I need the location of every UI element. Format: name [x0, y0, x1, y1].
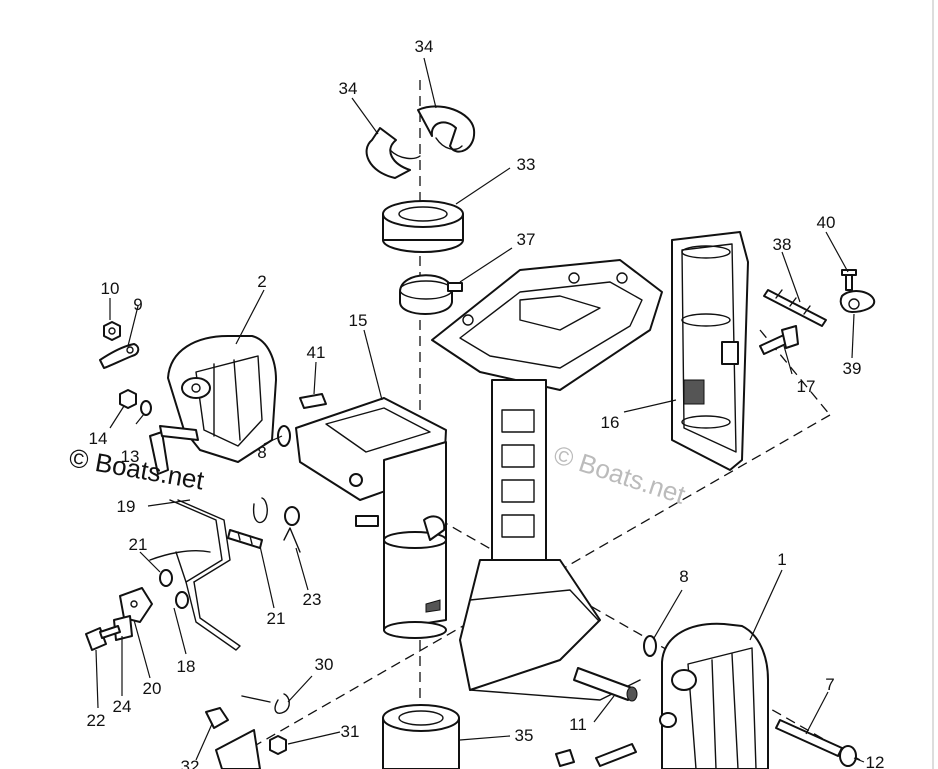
part-16-steering-bracket: [671, 231, 749, 471]
part-11-shaft: [573, 667, 638, 702]
callout-10: 10: [101, 279, 120, 298]
callout-31: 31: [341, 722, 360, 741]
callout-34-top: 34: [415, 37, 434, 56]
part-30-spring: [241, 693, 290, 714]
part-34-upper-mount-halves: [365, 105, 476, 179]
callout-22: 22: [87, 711, 106, 730]
watermark-faded: © Boats.net: [550, 439, 690, 510]
callout-30: 30: [315, 655, 334, 674]
diagonal-axis-line: [229, 414, 831, 761]
callout-12: 12: [866, 753, 885, 769]
callout-24: 24: [113, 697, 132, 716]
callout-38: 38: [773, 235, 792, 254]
callout-16: 16: [601, 413, 620, 432]
part-39-lever: [839, 290, 876, 313]
callout-33: 33: [517, 155, 536, 174]
callout-1: 1: [777, 550, 786, 569]
callout-23: 23: [303, 590, 322, 609]
part-19-lever: [149, 425, 199, 475]
callout-41: 41: [307, 343, 326, 362]
callout-11: 11: [569, 715, 587, 734]
part-10-nut: [103, 321, 121, 341]
lower-bolt-assembly: [555, 743, 637, 767]
part-7-bolt: [775, 719, 857, 767]
callout-labels: 34 34 33 37 40 38 39 17 16 2 10 9 14 13 …: [87, 37, 885, 769]
callout-34-left: 34: [339, 79, 358, 98]
part-17-bolt: [759, 325, 799, 355]
part-13-washer: [140, 400, 152, 416]
callout-9: 9: [133, 295, 142, 314]
part-21-spring-clip: [252, 497, 268, 524]
callout-14: 14: [89, 429, 108, 448]
callout-15: 15: [349, 311, 368, 330]
part-35-lower-mount: [382, 704, 460, 769]
callout-20: 20: [143, 679, 162, 698]
callout-37: 37: [517, 230, 536, 249]
callout-32: 32: [181, 757, 200, 769]
callout-17: 17: [797, 377, 816, 396]
callout-7: 7: [825, 675, 834, 694]
part-18-tilt-handle: [149, 499, 241, 651]
drive-shaft-housing: [431, 259, 663, 701]
part-23-spring: [283, 506, 301, 553]
part-33-upper-mount-rubber: [382, 200, 464, 253]
part-22-bolt: [85, 625, 121, 651]
leader-lines: [95, 57, 865, 763]
part-8-washer-right: [643, 635, 657, 657]
part-9-washer-tab: [99, 343, 140, 369]
part-40-screw: [841, 269, 857, 291]
callout-8-left: 8: [257, 443, 266, 462]
part-38-pin: [763, 289, 827, 327]
callout-13: 13: [121, 447, 140, 466]
part-14-nut: [119, 389, 137, 409]
part-8-washer-left: [277, 425, 291, 447]
part-15-swivel-bracket: [295, 397, 447, 639]
callout-19: 19: [117, 497, 136, 516]
part-41-label: [299, 393, 327, 409]
part-1-clamp-bracket: [659, 622, 769, 769]
part-37-clamp-band: [399, 274, 463, 315]
callout-40: 40: [817, 213, 836, 232]
callout-2: 2: [257, 272, 266, 291]
callout-35: 35: [515, 726, 534, 745]
callout-8-right: 8: [679, 567, 688, 586]
callout-21-right: 21: [267, 609, 286, 628]
callout-18: 18: [177, 657, 196, 676]
callout-21-left: 21: [129, 535, 148, 554]
part-20-bracket: [119, 587, 153, 623]
part-21-pin: [227, 529, 263, 549]
part-32-lever: [205, 707, 261, 769]
part-31-nut: [269, 735, 287, 755]
callout-39: 39: [843, 359, 862, 378]
